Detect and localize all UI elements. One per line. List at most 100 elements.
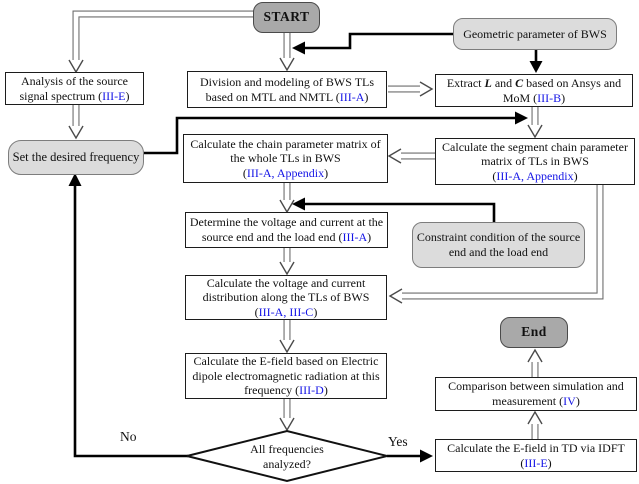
connector-decision-yes-to-idft <box>387 449 433 463</box>
connector-chain-to-determine <box>279 181 295 214</box>
var-L: L <box>484 75 492 90</box>
node-end-label: End <box>521 324 547 340</box>
paren-open: ( <box>335 89 340 104</box>
section-ref: III-D <box>299 383 324 398</box>
node-label: Calculate the chain parameter matrix of … <box>190 136 381 166</box>
connector-comparison-to-end <box>527 348 543 379</box>
node-label: All frequencies analyzed? <box>250 442 324 471</box>
connector-determine-to-vidist <box>279 246 295 276</box>
node-text: Comparison between simulation and measur… <box>438 379 634 408</box>
paren-open: ( <box>295 383 300 398</box>
node-text: Calculate the E-field based on Electric … <box>188 354 384 398</box>
node-determine-vi: Determine the voltage and current at the… <box>185 212 388 248</box>
connector-geometric-to-startline <box>292 32 454 55</box>
paren-open: ( <box>338 230 343 244</box>
node-label: Determine the voltage and current at the… <box>189 215 384 244</box>
section-ref: III-A, Appendix <box>246 165 325 180</box>
section-ref: III-A <box>342 230 368 244</box>
node-division-modeling: Division and modeling of BWS TLs based o… <box>187 71 387 108</box>
paren-close: ) <box>547 455 552 470</box>
connector-extract-to-segment <box>527 105 543 139</box>
node-ref-line: (III-A, III-C) <box>255 305 318 320</box>
node-geometric-parameter: Geometric parameter of BWS <box>453 18 617 50</box>
node-segment-chain-matrix: Calculate the segment chain parameter ma… <box>435 138 635 185</box>
paren-close: ) <box>125 88 130 103</box>
paren-close: ) <box>313 304 318 319</box>
node-end: End <box>500 317 568 348</box>
node-text: Analysis of the source signal spectrum (… <box>8 74 141 103</box>
connector-decision-no-to-setfreq <box>68 173 188 458</box>
yes-label: Yes <box>388 434 408 449</box>
section-ref: III-A, Appendix <box>496 168 574 183</box>
connector-vidist-to-efield <box>279 318 295 354</box>
node-analysis-spectrum: Analysis of the source signal spectrum (… <box>5 72 144 105</box>
node-label: based on Ansys and MoM <box>502 75 622 105</box>
node-label: Calculate the voltage and current distri… <box>202 275 370 305</box>
var-C: C <box>515 75 524 90</box>
node-vi-distribution: Calculate the voltage and current distri… <box>185 275 387 320</box>
paren-close: ) <box>575 394 580 408</box>
paren-open: ( <box>242 165 247 180</box>
connector-segment-to-chain <box>387 148 437 164</box>
node-label: Comparison between simulation and measur… <box>448 379 624 408</box>
node-constraint-condition: Constraint condition of the source end a… <box>412 222 585 268</box>
section-ref: III-E <box>102 88 126 103</box>
section-ref: III-B <box>537 90 562 105</box>
connector-constraint-to-determineline <box>292 197 496 222</box>
connector-idft-to-comparison <box>527 410 543 441</box>
node-label: Set the desired frequency <box>12 149 140 164</box>
connector-analysis-to-setfreq <box>68 104 84 140</box>
node-ref-line: (III-A, Appendix) <box>243 166 328 181</box>
paren-open: ( <box>492 168 497 183</box>
connector-start-to-analysis <box>68 10 255 74</box>
node-set-frequency: Set the desired frequency <box>8 140 144 175</box>
connector-efield-to-decision <box>279 397 295 432</box>
node-label: and <box>494 75 513 90</box>
node-start: START <box>253 2 320 33</box>
node-start-label: START <box>263 9 310 25</box>
branch-label-no: No <box>120 429 137 445</box>
node-label: Extract <box>446 75 482 90</box>
paren-close: ) <box>324 165 329 180</box>
node-comparison: Comparison between simulation and measur… <box>435 377 637 411</box>
paren-open: ( <box>533 90 538 105</box>
paren-close: ) <box>561 90 566 105</box>
paren-open: ( <box>559 394 564 408</box>
node-label: Calculate the E-field in TD via IDFT <box>447 440 625 455</box>
paren-close: ) <box>573 168 578 183</box>
node-label: Analysis of the source signal spectrum <box>19 73 128 103</box>
node-text: Determine the voltage and current at the… <box>188 215 385 244</box>
node-text: Calculate the segment chain parameter ma… <box>438 140 632 169</box>
node-label: Geometric parameter of BWS <box>463 26 607 41</box>
node-ref-line: (III-A, Appendix) <box>492 169 577 184</box>
node-efield-dipole: Calculate the E-field based on Electric … <box>185 353 387 399</box>
node-idft: Calculate the E-field in TD via IDFT (II… <box>435 439 637 472</box>
connector-division-to-extract <box>387 81 434 97</box>
section-ref: IV <box>563 394 576 408</box>
connector-setfreq-to-segmentline <box>144 111 528 155</box>
section-ref: III-A <box>339 89 365 104</box>
node-text: Extract L and C based on Ansys and MoM (… <box>438 76 630 105</box>
node-text: Calculate the chain parameter matrix of … <box>186 137 385 166</box>
node-label: Division and modeling of BWS TLs based o… <box>199 74 375 104</box>
node-chain-matrix: Calculate the chain parameter matrix of … <box>183 134 388 183</box>
connector-segment-to-vidist <box>388 183 604 304</box>
connector-start-to-division <box>279 32 295 72</box>
node-text: Calculate the E-field in TD via IDFT <box>447 441 625 456</box>
decision-diamond <box>186 429 388 483</box>
node-label: Calculate the segment chain parameter ma… <box>442 139 628 169</box>
node-ref-line: (III-E) <box>520 456 551 471</box>
node-extract-lc: Extract L and C based on Ansys and MoM (… <box>435 74 633 107</box>
node-text: Calculate the voltage and current distri… <box>188 276 384 305</box>
node-label: Constraint condition of the source end a… <box>416 230 581 259</box>
branch-label-yes: Yes <box>388 434 408 450</box>
section-ref: III-E <box>524 455 548 470</box>
node-text: Division and modeling of BWS TLs based o… <box>190 75 384 104</box>
paren-close: ) <box>364 89 369 104</box>
paren-open: ( <box>254 304 259 319</box>
section-ref: III-A, III-C <box>258 304 314 319</box>
paren-close: ) <box>367 230 372 244</box>
paren-close: ) <box>323 383 328 398</box>
